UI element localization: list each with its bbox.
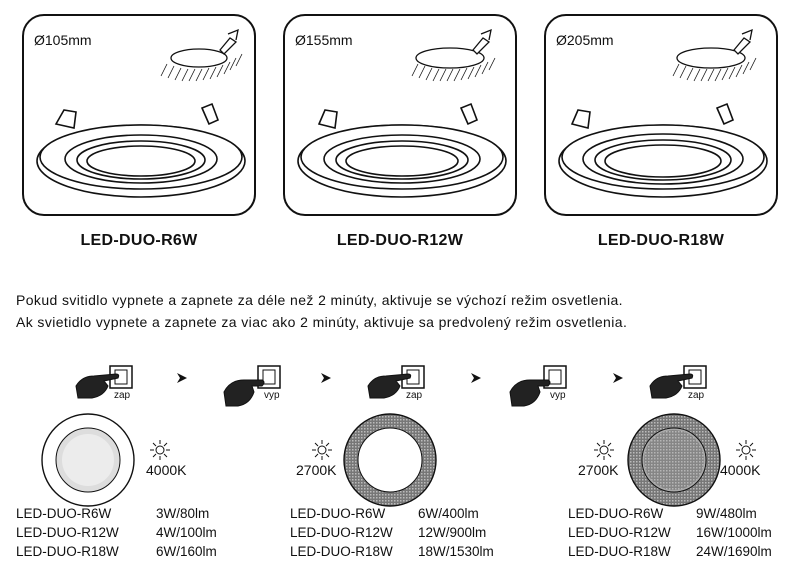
switch-label-off: vyp <box>264 390 280 401</box>
lamp-state-1 <box>41 413 135 507</box>
spec-value: 9W/480lm <box>696 506 757 521</box>
spec-model: LED-DUO-R18W <box>568 544 671 559</box>
spec-model: LED-DUO-R18W <box>16 544 119 559</box>
wall-switch-icon <box>223 365 281 407</box>
spec-row: LED-DUO-R6W 3W/80lm <box>16 504 222 523</box>
spec-table-step-3: LED-DUO-R6W 9W/480lm LED-DUO-R12W 16W/1000… <box>568 504 788 561</box>
spec-table-step-2: LED-DUO-R6W 6W/400lm LED-DUO-R12W 12W/900l… <box>290 504 500 561</box>
luminaire-icon <box>558 102 768 198</box>
ceiling-cutout-icon <box>160 28 243 82</box>
ceiling-cutout-icon <box>411 28 496 82</box>
sun-icon <box>594 440 614 460</box>
arrow-right-icon <box>177 373 187 383</box>
lamp-state-3 <box>627 413 721 507</box>
spec-model: LED-DUO-R12W <box>290 525 393 540</box>
wall-switch-on-3: zap <box>646 362 716 415</box>
hand-icon <box>223 379 265 407</box>
spec-row: LED-DUO-R6W 9W/480lm <box>568 504 788 523</box>
hand-icon <box>75 373 120 399</box>
arrow-right-icon <box>321 373 331 383</box>
temp-4000k: 4000K <box>146 462 187 478</box>
hand-icon <box>509 379 551 407</box>
switch-label-on: zap <box>688 390 705 401</box>
spec-row: LED-DUO-R12W 16W/1000lm <box>568 523 788 542</box>
temp-4000k: 4000K <box>720 462 761 478</box>
diameter-label: Ø105mm <box>34 32 92 48</box>
spec-value: 4W/100lm <box>156 525 217 540</box>
spec-model: LED-DUO-R6W <box>568 506 664 521</box>
wall-switch-off-2: vyp <box>508 362 578 415</box>
switch-label-off: vyp <box>550 390 566 401</box>
lamp-state-2 <box>343 413 437 507</box>
arrow-right-icon <box>613 373 623 383</box>
model-title-r12w: LED-DUO-R12W <box>336 232 464 249</box>
spec-row: LED-DUO-R6W 6W/400lm <box>290 504 500 523</box>
wall-switch-icon <box>75 365 133 399</box>
sun-icon <box>312 440 332 460</box>
wall-switch-off: vyp <box>222 362 292 415</box>
spec-model: LED-DUO-R6W <box>16 506 112 521</box>
arrow-right-icon <box>471 373 481 383</box>
note-slovak: Ak svietidlo vypnete a zapnete za viac a… <box>16 314 628 330</box>
note-czech: Pokud svitidlo vypnete a zapnete za déle… <box>16 292 623 308</box>
spec-value: 6W/160lm <box>156 544 217 559</box>
spec-value: 24W/1690lm <box>696 544 772 559</box>
spec-row: LED-DUO-R18W 6W/160lm <box>16 542 222 561</box>
spec-row: LED-DUO-R12W 12W/900lm <box>290 523 500 542</box>
diameter-label: Ø205mm <box>556 32 614 48</box>
spec-value: 3W/80lm <box>156 506 210 521</box>
spec-value: 12W/900lm <box>418 525 487 540</box>
spec-row: LED-DUO-R18W 24W/1690lm <box>568 542 788 561</box>
switch-label-on: zap <box>406 390 423 401</box>
ceiling-cutout-icon <box>672 28 757 82</box>
spec-row: LED-DUO-R18W 18W/1530lm <box>290 542 500 561</box>
model-title-r18w: LED-DUO-R18W <box>597 232 725 249</box>
wall-switch-on: zap <box>72 362 142 415</box>
wall-switch-icon <box>509 365 567 407</box>
spec-model: LED-DUO-R18W <box>290 544 393 559</box>
spec-value: 6W/400lm <box>418 506 479 521</box>
hand-icon <box>367 373 412 399</box>
model-title-r6w: LED-DUO-R6W <box>80 232 198 249</box>
product-card-r18w: Ø205mm <box>544 14 778 216</box>
spec-model: LED-DUO-R6W <box>290 506 386 521</box>
temp-2700k: 2700K <box>296 462 337 478</box>
spec-value: 18W/1530lm <box>418 544 494 559</box>
luminaire-icon <box>36 102 246 198</box>
temp-2700k: 2700K <box>578 462 619 478</box>
switch-label-on: zap <box>114 390 131 401</box>
luminaire-icon <box>297 102 507 198</box>
spec-row: LED-DUO-R12W 4W/100lm <box>16 523 222 542</box>
sun-icon <box>150 440 170 460</box>
wall-switch-on-2: zap <box>364 362 434 415</box>
wall-switch-icon <box>649 365 707 399</box>
spec-value: 16W/1000lm <box>696 525 772 540</box>
wall-switch-icon <box>367 365 425 399</box>
product-card-r6w: Ø105mm <box>22 14 256 216</box>
product-card-r12w: Ø155mm <box>283 14 517 216</box>
spec-model: LED-DUO-R12W <box>16 525 119 540</box>
spec-model: LED-DUO-R12W <box>568 525 671 540</box>
sun-icon <box>736 440 756 460</box>
hand-icon <box>649 373 694 399</box>
diameter-label: Ø155mm <box>295 32 353 48</box>
